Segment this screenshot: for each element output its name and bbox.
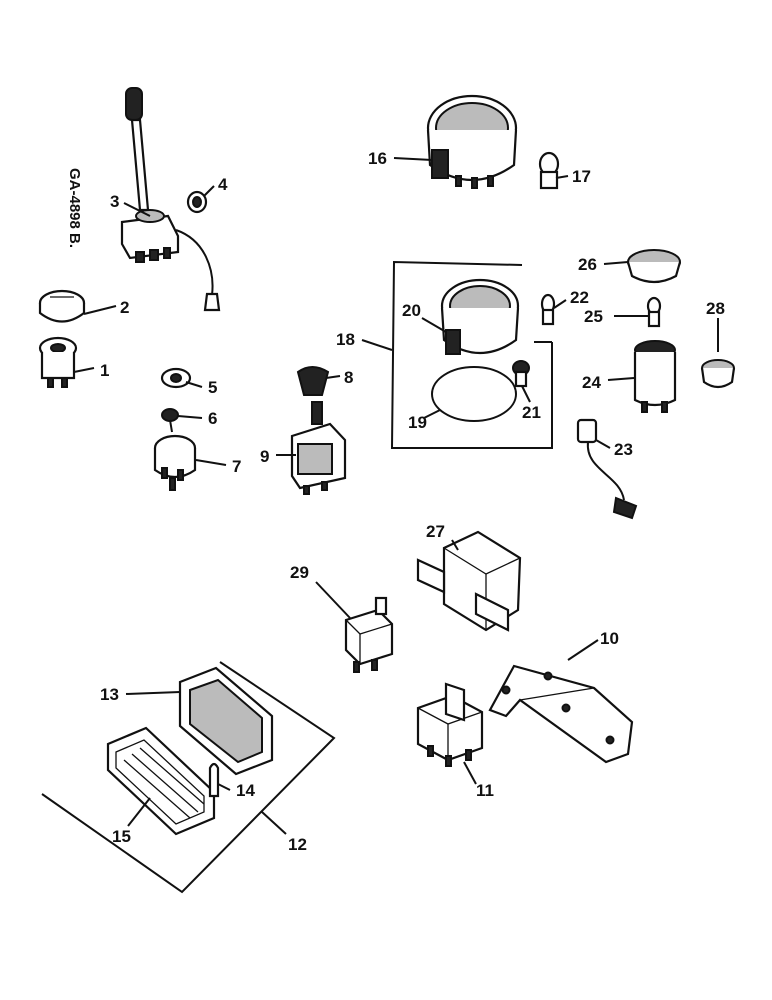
callout-17: 17 — [572, 167, 591, 186]
callout-14: 14 — [236, 781, 255, 800]
part-13-housing — [178, 666, 274, 776]
part-15-panel — [106, 726, 216, 836]
part-18-group-bracket — [390, 260, 553, 449]
callout-24: 24 — [582, 373, 601, 392]
callout-21: 21 — [522, 403, 541, 422]
callout-5: 5 — [208, 378, 217, 397]
callout-4: 4 — [218, 175, 228, 194]
callout-10: 10 — [600, 629, 619, 648]
callout-6: 6 — [208, 409, 217, 428]
callout-27: 27 — [426, 522, 445, 541]
part-21-bulb-holder — [512, 360, 530, 388]
part-11-relay — [416, 682, 484, 767]
callout-16: 16 — [368, 149, 387, 168]
callout-13: 13 — [100, 685, 119, 704]
part-17-bulb — [538, 151, 560, 190]
part-4-grommet — [186, 190, 208, 214]
callout-2: 2 — [120, 298, 129, 317]
part-16-gauge — [426, 94, 518, 189]
part-25-bulb — [646, 296, 662, 328]
callout-12: 12 — [288, 835, 307, 854]
callout-28: 28 — [706, 299, 725, 318]
callout-25: 25 — [584, 307, 603, 326]
part-10-bracket — [488, 664, 634, 764]
part-12-group-frame — [41, 661, 336, 894]
callout-26: 26 — [578, 255, 597, 274]
callouts: 1 2 3 4 5 6 7 8 9 10 11 12 13 14 15 16 1… — [100, 149, 725, 854]
callout-18: 18 — [336, 330, 355, 349]
part-2-knob — [38, 289, 86, 323]
part-20-gauge — [440, 278, 520, 355]
leader-lines — [73, 157, 719, 835]
callout-1: 1 — [100, 361, 109, 380]
part-14-bulb — [208, 762, 220, 798]
part-8-cap — [296, 366, 330, 396]
part-1-switch — [38, 336, 78, 388]
callout-11: 11 — [476, 781, 494, 800]
part-3-lever-switch — [120, 87, 221, 312]
part-6-key — [161, 408, 179, 433]
callout-7: 7 — [232, 457, 241, 476]
callout-22: 22 — [570, 288, 589, 307]
part-27-control-module — [416, 530, 522, 632]
callout-15: 15 — [112, 827, 131, 846]
part-9-push-switch — [290, 401, 347, 495]
part-5-nut — [160, 367, 192, 389]
callout-23: 23 — [614, 440, 633, 459]
callout-19: 19 — [408, 413, 427, 432]
drawing-code: GA-4898 B. — [66, 168, 83, 248]
part-28-lens — [700, 359, 736, 389]
callout-3: 3 — [110, 192, 119, 211]
part-22-bulb — [540, 293, 556, 326]
callout-20: 20 — [402, 301, 421, 320]
part-26-cap — [626, 249, 682, 284]
part-29-relay — [344, 596, 394, 673]
callout-8: 8 — [344, 368, 353, 387]
part-19-o-ring — [431, 366, 517, 422]
part-23-harness — [576, 418, 638, 520]
part-24-indicator-lamp — [633, 340, 677, 413]
part-7-ignition-switch — [153, 434, 197, 491]
callout-9: 9 — [260, 447, 269, 466]
callout-29: 29 — [290, 563, 309, 582]
